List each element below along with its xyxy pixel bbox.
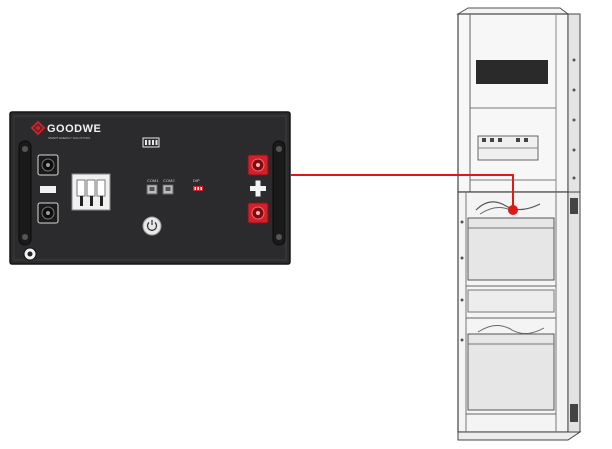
cabinet-bolt-icon bbox=[460, 338, 464, 342]
cabinet-battery-slot-2 bbox=[467, 325, 555, 411]
negative-pin bbox=[46, 211, 50, 215]
right-handle-grip[interactable] bbox=[272, 140, 286, 246]
battery-module: GOODWE SMART ENERGY SOLUTIONS − bbox=[0, 0, 291, 265]
side-bolt-icon bbox=[572, 176, 576, 180]
level-bar bbox=[155, 140, 158, 145]
left-handle[interactable] bbox=[18, 140, 32, 246]
inverter-port bbox=[498, 138, 502, 142]
slot-battery-module bbox=[467, 217, 555, 281]
breaker-pole bbox=[86, 179, 96, 197]
negative-pin bbox=[46, 163, 50, 167]
inverter-port bbox=[524, 138, 528, 142]
minus-symbol-text: − bbox=[0, 0, 1, 1]
left-handle-grip[interactable] bbox=[18, 140, 32, 246]
com1-label: COM1 bbox=[147, 178, 159, 183]
inverter-port bbox=[490, 138, 494, 142]
negative-terminal-bottom[interactable] bbox=[37, 202, 59, 224]
side-bolt-icon bbox=[572, 58, 576, 62]
brand-tagline: SMART ENERGY SOLUTIONS bbox=[48, 136, 90, 140]
inverter-port bbox=[516, 138, 520, 142]
inverter-display-window bbox=[476, 60, 548, 84]
side-bolt-icon bbox=[572, 148, 576, 152]
positive-pin bbox=[256, 211, 260, 215]
inverter-body bbox=[457, 13, 569, 193]
goodwe-logo: GOODWE SMART ENERGY SOLUTIONS bbox=[30, 120, 101, 140]
inverter-stack bbox=[456, 7, 582, 441]
breaker-pole bbox=[96, 179, 106, 197]
brand-name: GOODWE bbox=[47, 123, 101, 135]
ground-screw-center bbox=[27, 251, 33, 257]
level-bar bbox=[152, 140, 154, 145]
dip-toggle bbox=[197, 187, 199, 190]
inverter-top-face bbox=[456, 7, 570, 15]
com1-port[interactable]: COM1 bbox=[146, 178, 159, 195]
power-icon bbox=[146, 222, 158, 231]
ground-terminal[interactable] bbox=[23, 247, 37, 261]
cabinet-bolt-icon bbox=[460, 256, 464, 260]
cabinet-plinth bbox=[457, 431, 582, 441]
cable-line bbox=[291, 174, 514, 208]
breaker-lever[interactable] bbox=[100, 196, 103, 206]
circuit-breaker[interactable] bbox=[71, 173, 111, 211]
logo-mark-inner-icon bbox=[35, 125, 41, 131]
connection-point-icon bbox=[508, 205, 518, 215]
handle-screw-icon bbox=[22, 234, 28, 240]
cabinet-cable bbox=[475, 201, 541, 211]
side-bolt-icon bbox=[572, 118, 576, 122]
soc-indicator bbox=[142, 137, 160, 148]
vent-icon bbox=[570, 198, 578, 214]
positive-terminal-bottom[interactable] bbox=[247, 202, 269, 224]
vent-icon bbox=[570, 404, 578, 422]
dip-toggle bbox=[194, 187, 196, 190]
inverter-unit bbox=[456, 7, 581, 193]
cabinet-bolt-icon bbox=[460, 298, 464, 302]
dip-toggle bbox=[200, 187, 202, 190]
plus-vertical bbox=[255, 180, 261, 197]
dip-switch[interactable]: DIP bbox=[193, 178, 203, 191]
breaker-lever[interactable] bbox=[80, 196, 83, 206]
positive-terminal-top[interactable] bbox=[247, 154, 269, 176]
battery-cabinet bbox=[457, 191, 582, 441]
right-handle[interactable] bbox=[272, 140, 286, 246]
plus-symbol-text: + bbox=[0, 0, 1, 1]
rj45-port-opening bbox=[149, 187, 155, 191]
cabinet-side bbox=[567, 191, 581, 433]
cabinet-bolt-icon bbox=[460, 220, 464, 224]
dip-label: DIP bbox=[193, 178, 200, 183]
inverter-port bbox=[482, 138, 486, 142]
negative-terminal-top[interactable] bbox=[37, 154, 59, 176]
rj45-port-opening bbox=[165, 187, 171, 191]
minus-symbol-icon bbox=[40, 186, 56, 193]
side-bolt-icon bbox=[572, 88, 576, 92]
com2-port[interactable]: COM2 bbox=[162, 178, 175, 195]
slot-battery-module bbox=[467, 333, 555, 411]
connection-cable bbox=[291, 174, 518, 215]
power-button[interactable] bbox=[142, 216, 162, 236]
handle-screw-icon bbox=[276, 146, 282, 152]
breaker-pole bbox=[76, 179, 86, 197]
com2-label: COM2 bbox=[163, 178, 175, 183]
power-button-body[interactable] bbox=[142, 216, 162, 236]
handle-screw-icon bbox=[276, 234, 282, 240]
handle-screw-icon bbox=[22, 146, 28, 152]
battery-level-icon bbox=[142, 137, 160, 148]
cabinet-bay bbox=[467, 289, 555, 313]
panel-inner-border bbox=[13, 115, 287, 261]
logo-mark-icon bbox=[30, 120, 46, 136]
inverter-side bbox=[567, 13, 581, 193]
positive-pin bbox=[256, 163, 260, 167]
plus-symbol-icon bbox=[250, 180, 266, 197]
level-bar bbox=[145, 140, 147, 145]
breaker-lever[interactable] bbox=[90, 196, 93, 206]
cabinet-cable bbox=[477, 325, 545, 334]
level-bar bbox=[148, 140, 151, 145]
